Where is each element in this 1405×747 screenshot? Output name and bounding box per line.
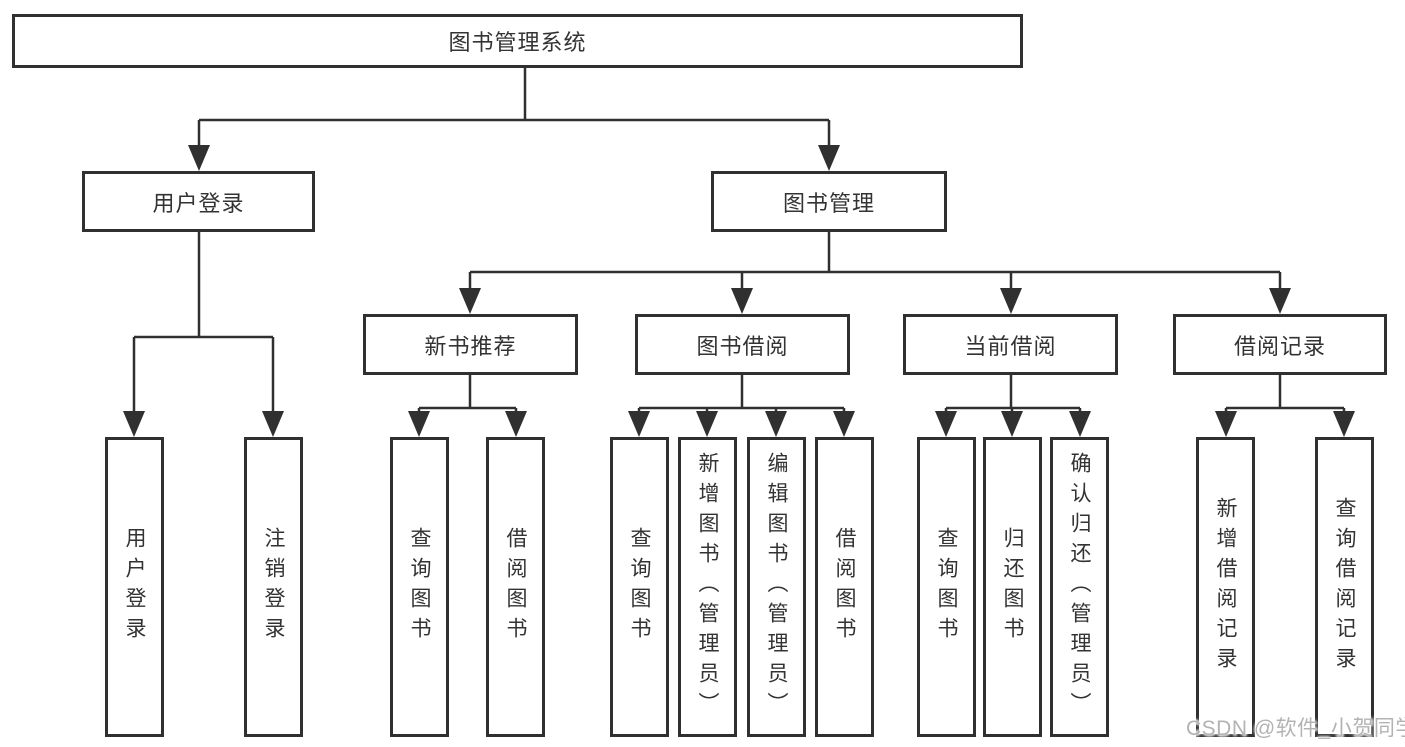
leaf-logout: 注销登录	[244, 437, 303, 737]
leaf-search-book-borrowing: 查询图书	[610, 437, 669, 737]
leaf-edit-book-admin: 编辑图书（管理员）	[747, 437, 806, 737]
node-current-borrowing: 当前借阅	[903, 314, 1118, 375]
leaf-search-borrow-record: 查询借阅记录	[1315, 437, 1374, 737]
leaf-user-login: 用户登录	[105, 437, 164, 737]
leaf-borrow-book-borrowing: 借阅图书	[815, 437, 874, 737]
leaf-add-borrow-record: 新增借阅记录	[1196, 437, 1255, 737]
leaf-search-book-current: 查询图书	[917, 437, 976, 737]
node-borrowing-records: 借阅记录	[1173, 314, 1387, 375]
node-new-book-recommend: 新书推荐	[363, 314, 578, 375]
leaf-search-book-recommend: 查询图书	[390, 437, 449, 737]
leaf-add-book-admin: 新增图书（管理员）	[678, 437, 737, 737]
arrowheads	[123, 145, 1355, 437]
node-book-management: 图书管理	[711, 171, 947, 232]
node-root: 图书管理系统	[12, 14, 1023, 68]
node-book-borrowing: 图书借阅	[635, 314, 850, 375]
leaf-borrow-book-recommend: 借阅图书	[486, 437, 545, 737]
leaf-return-book: 归还图书	[983, 437, 1042, 737]
node-user-login: 用户登录	[82, 171, 315, 232]
csdn-watermark: CSDN @软件_小贺同学	[1186, 717, 1405, 740]
leaf-confirm-return-admin: 确认归还（管理员）	[1050, 437, 1109, 737]
